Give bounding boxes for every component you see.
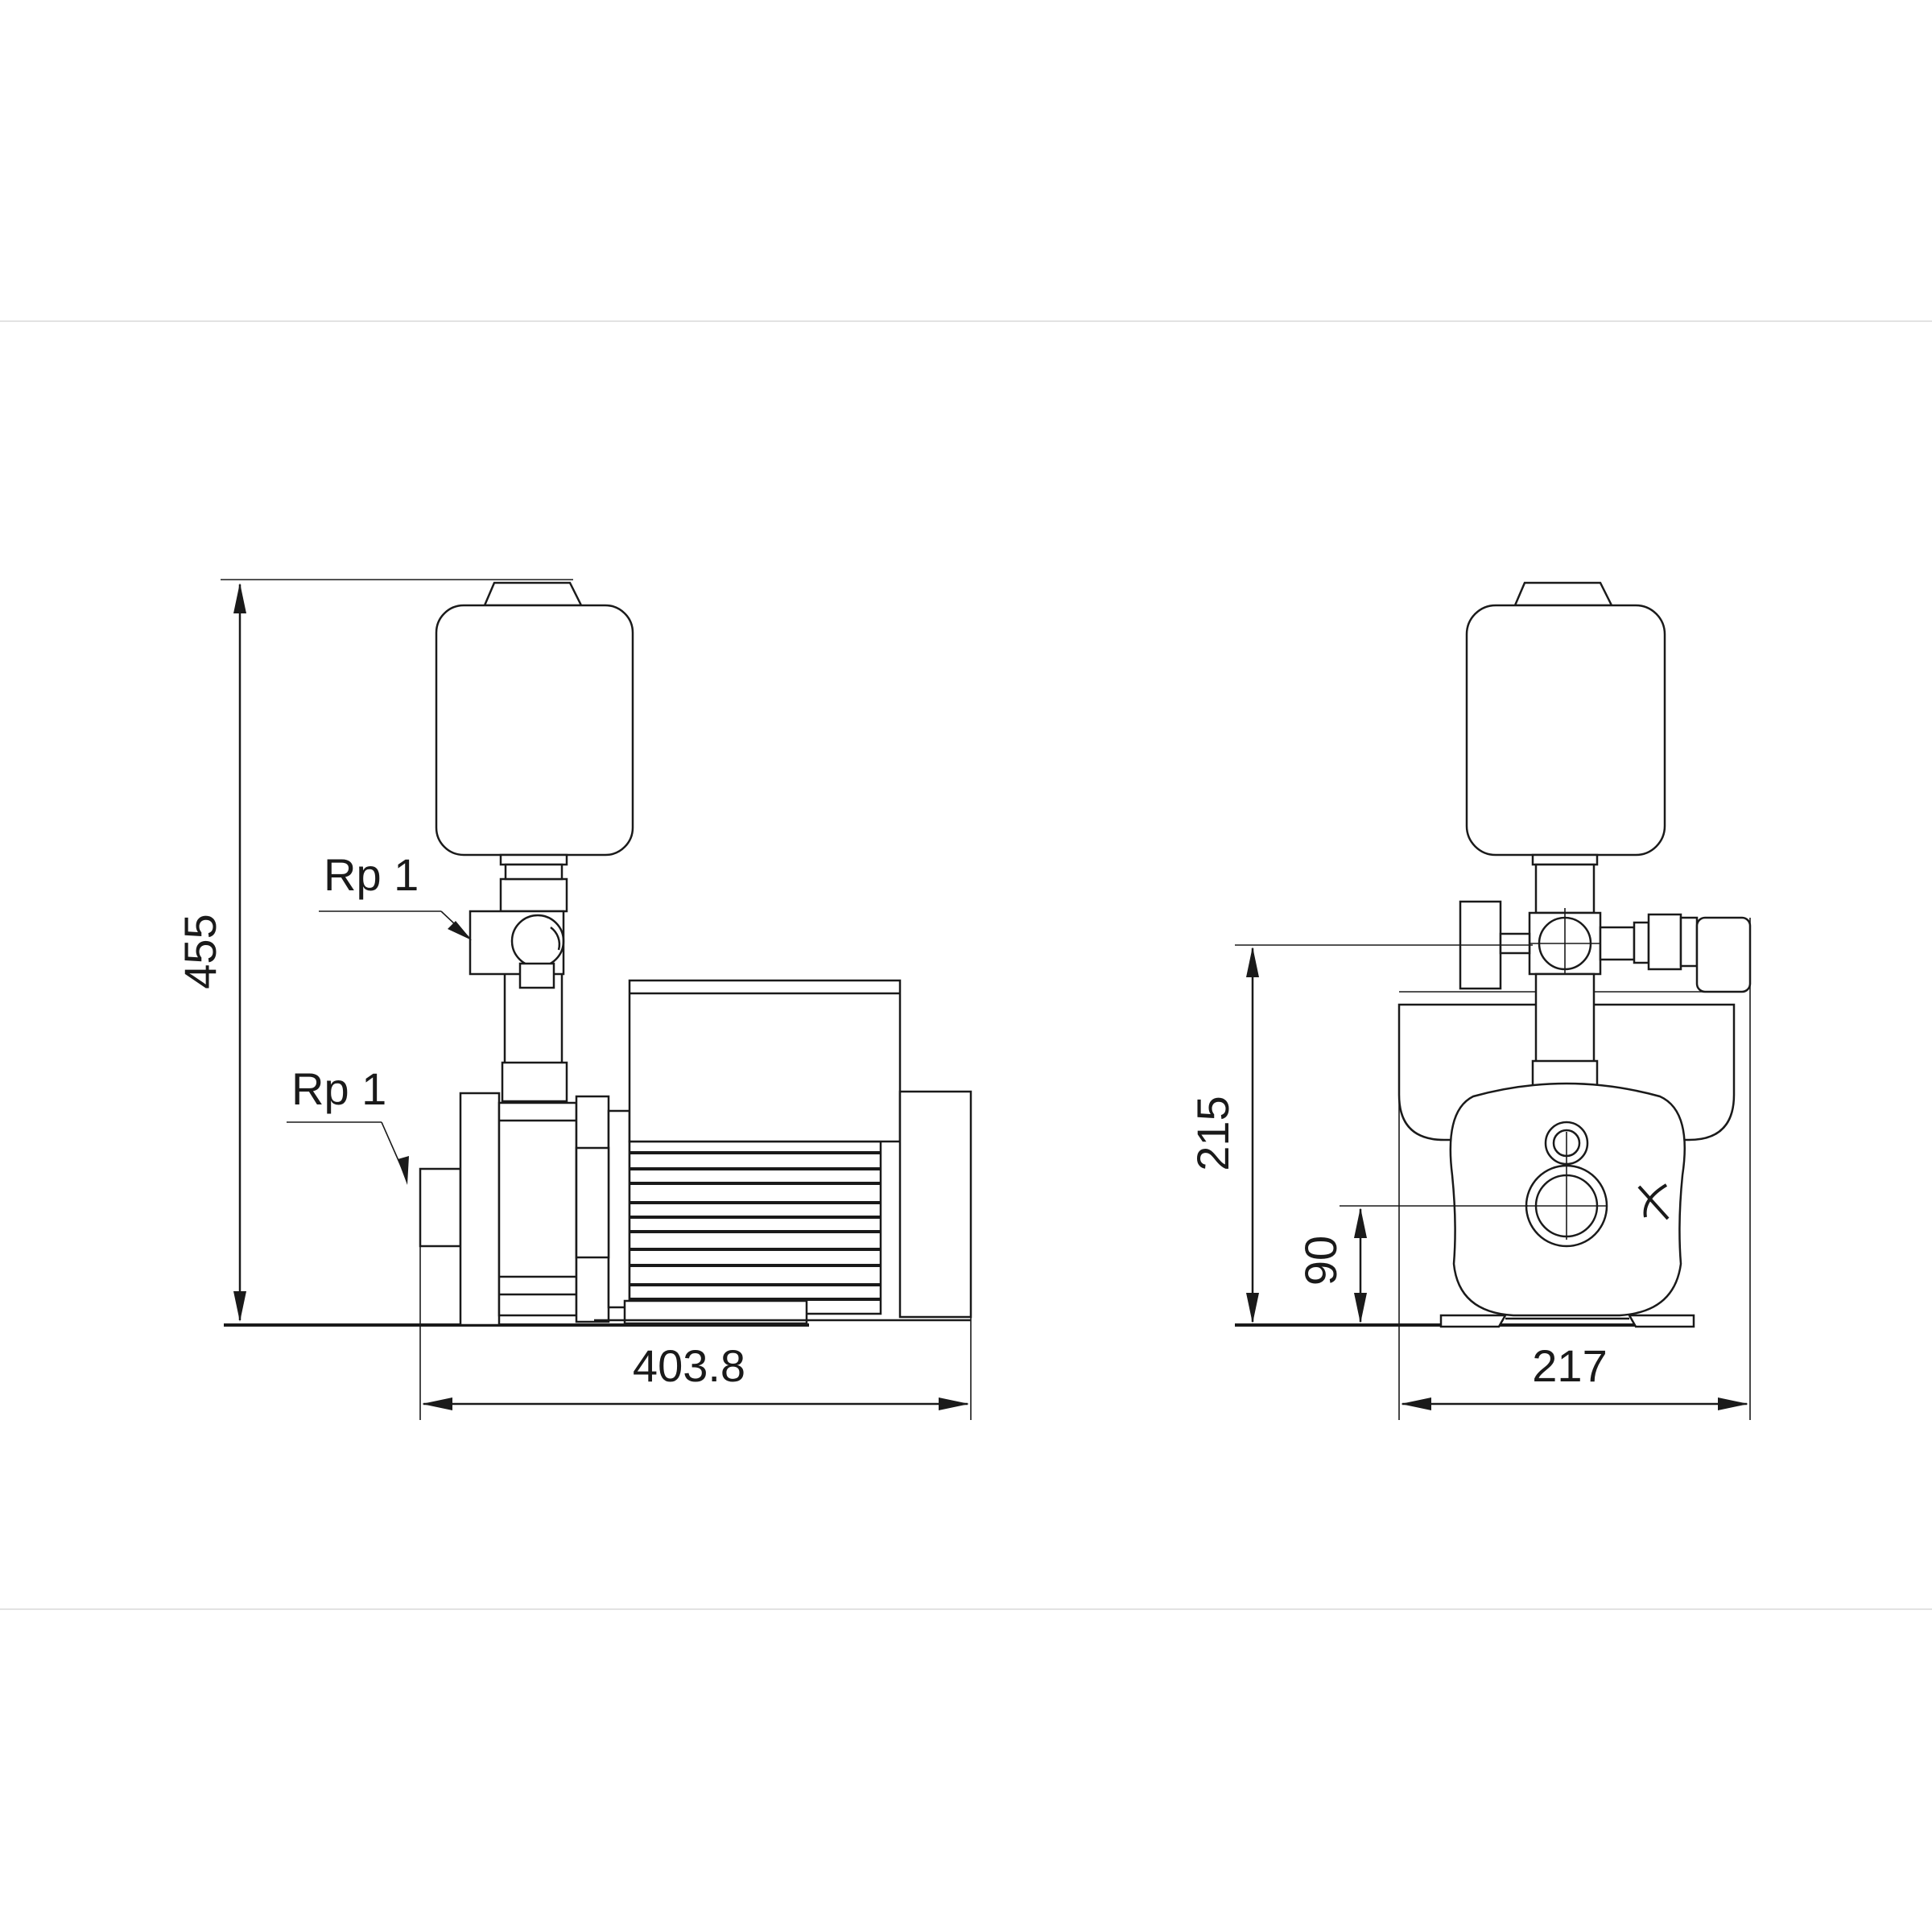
top-separator xyxy=(0,320,1932,322)
front-inlet-height-dimension xyxy=(1340,1205,1528,1323)
side-view: 455 403.8 Rp 1 Rp 1 xyxy=(175,579,972,1420)
outlet-connection-label: Rp 1 xyxy=(324,849,419,900)
side-height-dimension xyxy=(221,579,573,1322)
side-length-dimension xyxy=(419,1092,972,1420)
front-width-dimension xyxy=(1398,918,1751,1420)
front-width-label: 217 xyxy=(1532,1340,1607,1391)
front-pressure-tank xyxy=(1465,581,1666,857)
bottom-separator xyxy=(0,1608,1932,1610)
side-motor xyxy=(594,979,972,1325)
front-outlet-height-label: 215 xyxy=(1187,1096,1238,1170)
manufacturer-logo-icon xyxy=(1637,1183,1670,1220)
front-view: 215 90 217 xyxy=(1187,581,1752,1420)
side-pressure-tank xyxy=(435,581,634,857)
side-inlet-leader xyxy=(287,1121,409,1185)
front-valve-assembly xyxy=(1459,853,1752,1095)
front-inlet-height-label: 90 xyxy=(1295,1236,1346,1286)
side-length-label: 403.8 xyxy=(633,1340,745,1391)
side-height-label: 455 xyxy=(175,914,225,989)
side-pump-head xyxy=(419,1092,631,1327)
side-outlet-leader xyxy=(319,910,472,940)
inlet-connection-label: Rp 1 xyxy=(291,1063,386,1114)
front-outlet-height-dimension xyxy=(1235,944,1533,1323)
side-riser-pipe xyxy=(469,853,568,1103)
front-pump-body xyxy=(1439,1082,1695,1328)
